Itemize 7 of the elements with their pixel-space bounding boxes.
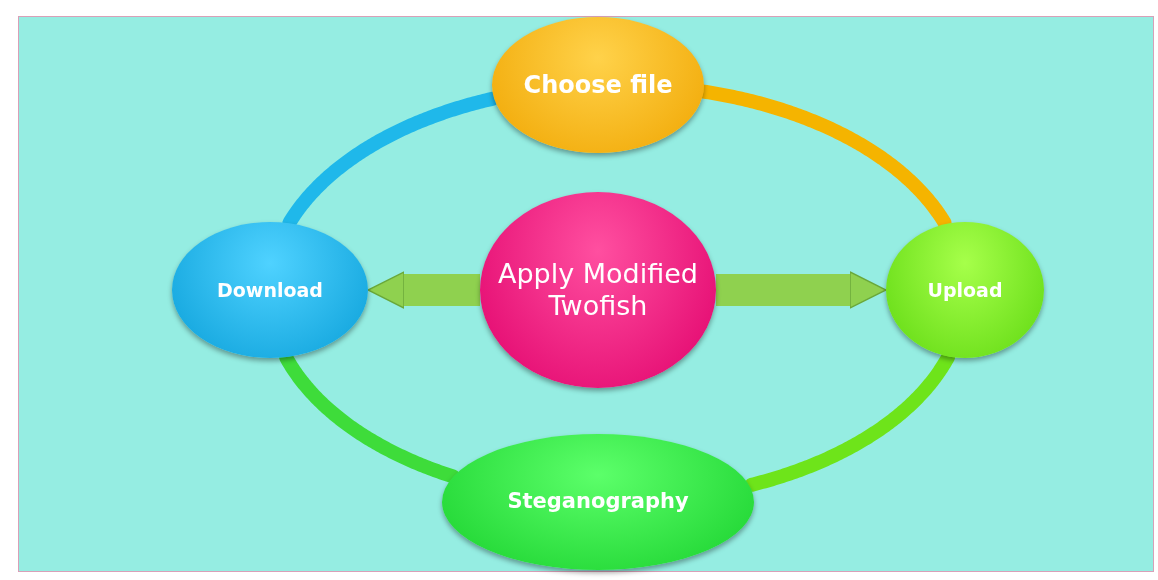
- node-label: Steganography: [506, 489, 690, 515]
- node-label: Upload: [926, 278, 1004, 302]
- node-label: Apply Modified Twofish: [497, 257, 699, 323]
- node-label: Choose file: [522, 70, 674, 100]
- block-arrow: [367, 271, 480, 309]
- block-arrow: [716, 271, 887, 309]
- node-label: Download: [216, 278, 324, 302]
